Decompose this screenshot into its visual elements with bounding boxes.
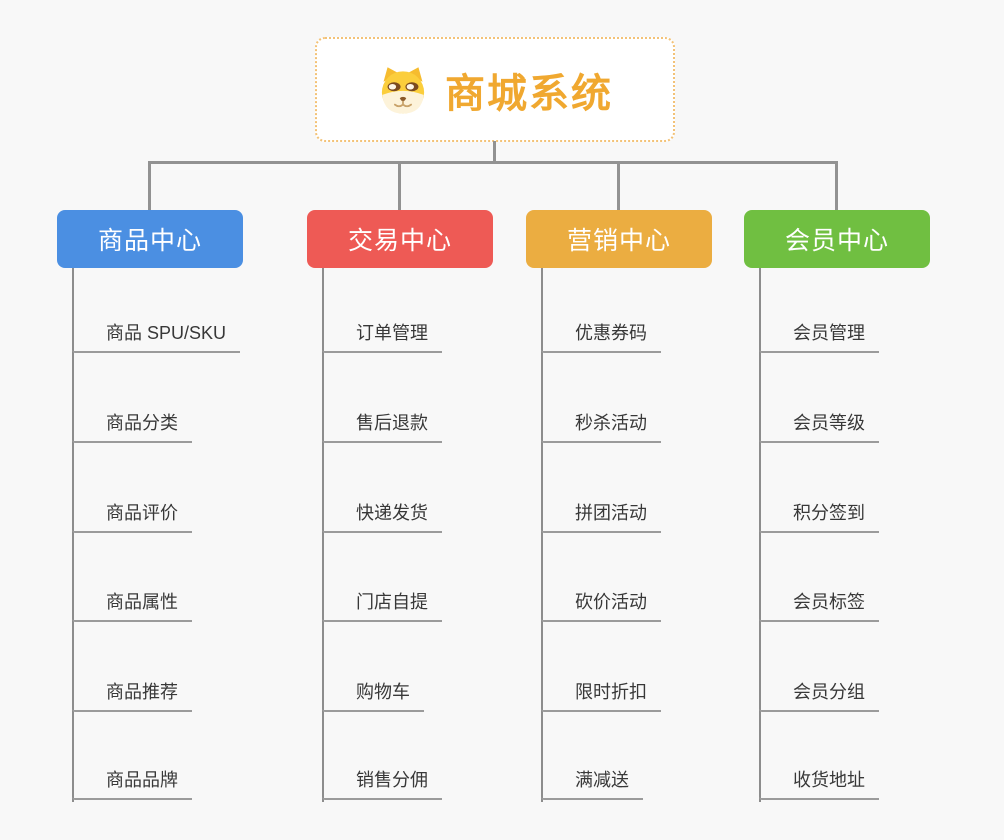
connector-drop-marketing [617, 161, 620, 211]
branch-column-product: 商品中心 商品 SPU/SKU 商品分类 商品评价 商品属性 商品推荐 商品品牌 [57, 210, 287, 820]
leaf-item[interactable]: 商品属性 [72, 589, 192, 622]
branch-column-marketing: 营销中心 优惠券码 秒杀活动 拼团活动 砍价活动 限时折扣 满减送 [526, 210, 756, 820]
leaf-item[interactable]: 限时折扣 [541, 679, 661, 712]
leaf-item[interactable]: 秒杀活动 [541, 410, 661, 443]
leaf-item[interactable]: 砍价活动 [541, 589, 661, 622]
leaf-item[interactable]: 满减送 [541, 767, 643, 800]
leaf-item[interactable]: 购物车 [322, 679, 424, 712]
connector-drop-product [148, 161, 151, 211]
branch-trunk-line [759, 268, 761, 802]
branch-product-center[interactable]: 商品中心 [57, 210, 243, 268]
leaf-item[interactable]: 会员等级 [759, 410, 879, 443]
leaf-item[interactable]: 会员标签 [759, 589, 879, 622]
branch-column-member: 会员中心 会员管理 会员等级 积分签到 会员标签 会员分组 收货地址 [744, 210, 974, 820]
branch-marketing-center[interactable]: 营销中心 [526, 210, 712, 268]
root-title: 商城系统 [445, 71, 613, 116]
leaf-item[interactable]: 拼团活动 [541, 500, 661, 533]
connector-drop-trade [398, 161, 401, 211]
leaf-item[interactable]: 收货地址 [759, 767, 879, 800]
connector-horizontal [148, 161, 838, 164]
doge-icon [377, 64, 429, 116]
leaf-item[interactable]: 售后退款 [322, 410, 442, 443]
leaf-item[interactable]: 商品评价 [72, 500, 192, 533]
leaf-item[interactable]: 商品 SPU/SKU [72, 320, 241, 353]
leaf-item[interactable]: 门店自提 [322, 589, 442, 622]
branch-trade-center[interactable]: 交易中心 [307, 210, 493, 268]
branch-trunk-line [322, 268, 324, 802]
leaf-item[interactable]: 订单管理 [322, 320, 442, 353]
leaf-item[interactable]: 积分签到 [759, 500, 879, 533]
branch-trunk-line [541, 268, 543, 802]
leaf-item[interactable]: 商品推荐 [72, 679, 192, 712]
leaf-item[interactable]: 销售分佣 [322, 767, 442, 800]
leaf-item[interactable]: 会员分组 [759, 679, 879, 712]
leaf-item[interactable]: 商品品牌 [72, 767, 192, 800]
leaf-item[interactable]: 优惠券码 [541, 320, 661, 353]
branch-trunk-line [72, 268, 74, 802]
branch-column-trade: 交易中心 订单管理 售后退款 快递发货 门店自提 购物车 销售分佣 [307, 210, 537, 820]
connector-root-stem [493, 141, 496, 163]
branch-member-center[interactable]: 会员中心 [744, 210, 930, 268]
root-node[interactable]: 商城系统 [315, 37, 675, 142]
leaf-item[interactable]: 商品分类 [72, 410, 192, 443]
leaf-item[interactable]: 快递发货 [322, 500, 442, 533]
connector-drop-member [835, 161, 838, 211]
leaf-item[interactable]: 会员管理 [759, 320, 879, 353]
